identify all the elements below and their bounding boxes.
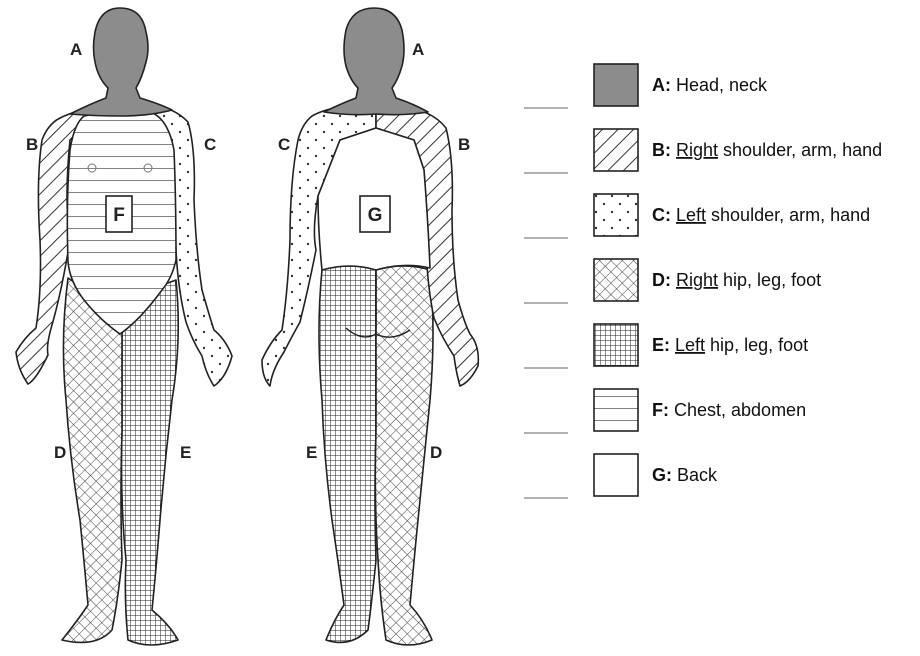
legend-description: Back — [677, 465, 718, 485]
legend-label-b: B: Right shoulder, arm, hand — [652, 140, 882, 160]
back-region-e-left-leg — [319, 266, 376, 642]
legend-key: A: — [652, 75, 676, 95]
front-box-f-label: F — [113, 205, 125, 226]
legend-swatch-b — [594, 129, 638, 171]
legend-side-word: Right — [676, 140, 718, 160]
legend-description: hip, leg, foot — [718, 270, 821, 290]
legend-swatch-g — [594, 454, 638, 496]
back-label-a: A — [412, 40, 424, 59]
legend-label-c: C: Left shoulder, arm, hand — [652, 205, 870, 225]
legend-swatch-d — [594, 259, 638, 301]
legend-description: shoulder, arm, hand — [718, 140, 882, 160]
back-box-g-label: G — [368, 205, 383, 226]
legend-description: hip, leg, foot — [705, 335, 808, 355]
front-label-e: E — [180, 443, 191, 462]
legend-label-d: D: Right hip, leg, foot — [652, 270, 821, 290]
back-label-b: B — [458, 135, 470, 154]
legend-label-e: E: Left hip, leg, foot — [652, 335, 808, 355]
back-region-a-head — [324, 8, 428, 115]
back-figure — [262, 8, 478, 645]
legend-label-f: F: Chest, abdomen — [652, 400, 806, 420]
legend-swatch-c — [594, 194, 638, 236]
legend-side-word: Right — [676, 270, 718, 290]
legend-side-word: Left — [675, 335, 705, 355]
legend-label-g: G: Back — [652, 465, 718, 485]
legend-key: D: — [652, 270, 676, 290]
front-label-b: B — [26, 135, 38, 154]
back-region-d-right-leg — [375, 266, 433, 645]
legend-swatch-f — [594, 389, 638, 431]
legend-label-a: A: Head, neck — [652, 75, 768, 95]
legend-key: F: — [652, 400, 674, 420]
legend-description: shoulder, arm, hand — [706, 205, 870, 225]
legend-key: G: — [652, 465, 677, 485]
legend-swatch-a — [594, 64, 638, 106]
back-label-c: C — [278, 135, 290, 154]
front-region-a-head — [70, 8, 172, 116]
front-label-c: C — [204, 135, 216, 154]
legend-key: C: — [652, 205, 676, 225]
legend-swatch-e — [594, 324, 638, 366]
legend-key: B: — [652, 140, 676, 160]
front-region-e-left-leg — [122, 280, 179, 645]
legend-side-word: Left — [676, 205, 706, 225]
front-label-d: D — [54, 443, 66, 462]
legend-key: E: — [652, 335, 675, 355]
legend-description: Chest, abdomen — [674, 400, 806, 420]
back-label-d: D — [430, 443, 442, 462]
front-region-d-right-leg — [62, 278, 122, 642]
back-label-e: E — [306, 443, 317, 462]
front-figure — [16, 8, 232, 645]
front-label-a: A — [70, 40, 82, 59]
legend-description: Head, neck — [676, 75, 768, 95]
